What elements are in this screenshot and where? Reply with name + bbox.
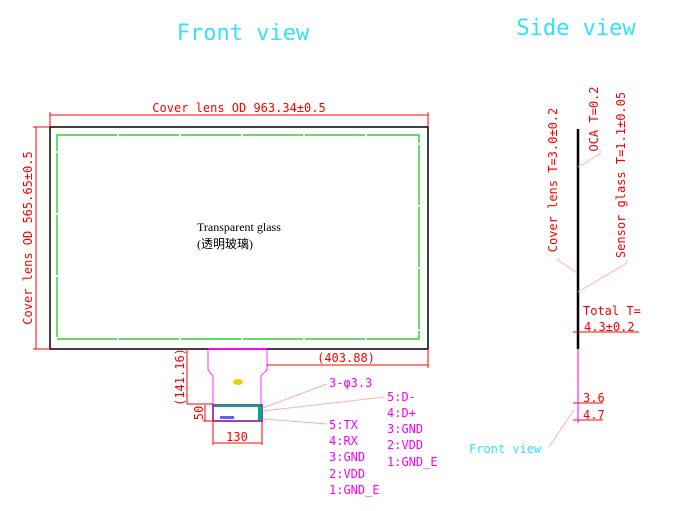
sensor-glass-thickness: Sensor glass T=1.1±0.05 xyxy=(614,92,628,258)
total-thickness-label: Total T= xyxy=(583,304,641,318)
width-dimension: Cover lens OD 963.34±0.5 xyxy=(152,101,325,115)
pin-label: 3:GND xyxy=(329,450,365,464)
mounting-holes-note: 3-φ3.3 xyxy=(329,376,372,390)
stiffener-mark xyxy=(233,379,243,385)
cover-lens-thickness: Cover lens T=3.0±0.2 xyxy=(546,108,560,253)
front-view-title: Front view xyxy=(177,21,310,46)
pin-label: 2:VDD xyxy=(387,438,423,452)
side-view-title: Side view xyxy=(516,16,636,41)
pin-label: 4:D+ xyxy=(387,406,416,420)
board-width-dimension: 130 xyxy=(226,430,248,444)
uart-pinout: 5:TX 4:RX 3:GND 2:VDD 1:GND_E xyxy=(329,418,380,497)
board-height-dimension: 50 xyxy=(192,406,206,420)
fpc-tail xyxy=(207,348,268,422)
dimension-4-7: 4.7 xyxy=(583,408,605,422)
pin-label: 5:D- xyxy=(387,390,416,404)
pin-label: 2:VDD xyxy=(329,467,365,481)
pin-label: 5:TX xyxy=(329,418,359,432)
oca-thickness: OCA T=0.2 xyxy=(587,86,601,151)
pin-label: 4:RX xyxy=(329,434,359,448)
pin-label: 3:GND xyxy=(387,422,423,436)
pin-label: 1:GND_E xyxy=(329,483,380,497)
dimension-3-6: 3.6 xyxy=(583,391,605,405)
active-area xyxy=(56,134,420,340)
usb-pinout: 5:D- 4:D+ 3:GND 2:VDD 1:GND_E xyxy=(387,390,438,469)
front-view-reference: Front view xyxy=(469,442,542,456)
height-dimension: Cover lens OD 565.65±0.5 xyxy=(21,151,35,324)
offset-x-dimension: (403.88) xyxy=(317,351,375,365)
side-view: Cover lens T=3.0±0.2 OCA T=0.2 Sensor gl… xyxy=(469,86,641,456)
glass-label: Transparent glass xyxy=(197,220,281,234)
front-view: Cover lens OD 963.34±0.5 Cover lens OD 5… xyxy=(21,101,438,497)
total-thickness-value: 4.3±0.2 xyxy=(584,320,635,334)
glass-label-cn: (透明玻璃) xyxy=(197,237,253,251)
offset-y-dimension: (141.16) xyxy=(173,348,187,406)
pin-label: 1:GND_E xyxy=(387,455,438,469)
